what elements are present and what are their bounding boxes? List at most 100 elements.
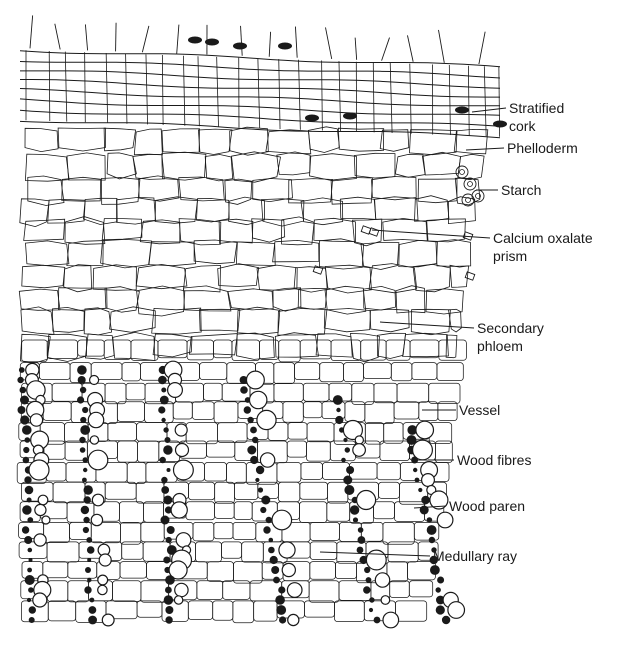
- xylem-cell: [39, 363, 70, 380]
- ray-fibre-cluster: [77, 365, 87, 375]
- outer-cell-wall: [55, 24, 60, 50]
- vessel-element: [279, 542, 295, 558]
- ray-fibre-cluster: [158, 376, 167, 385]
- vessel-element: [272, 510, 292, 530]
- vessel-element: [437, 512, 453, 528]
- ray-fibre-cluster: [269, 538, 274, 543]
- ray-fibre-cluster: [80, 417, 86, 423]
- parenchyma-cell: [308, 127, 339, 153]
- xylem-cell: [186, 423, 217, 444]
- parenchyma-cell: [278, 309, 327, 336]
- xylem-cell: [47, 542, 79, 562]
- ray-fibre-cluster: [247, 417, 253, 423]
- xylem-cell: [204, 463, 226, 482]
- parenchyma-cell: [316, 334, 352, 357]
- parenchyma-cell: [205, 155, 233, 181]
- parenchyma-cell: [413, 264, 450, 292]
- xylem-cell: [331, 340, 361, 361]
- xylem-cell: [274, 383, 303, 401]
- parenchyma-cell: [228, 289, 273, 310]
- ray-fibre-cluster: [29, 617, 35, 623]
- parenchyma-cell: [52, 307, 84, 332]
- ray-fibre-cluster: [427, 517, 433, 523]
- outer-cell-wall: [325, 27, 331, 58]
- label-wood-paren: Wood paren: [449, 498, 525, 514]
- xylem-cell: [254, 601, 277, 621]
- ray-fibre-cluster: [81, 506, 89, 514]
- ray-fibre-cluster: [364, 567, 370, 573]
- xylem-cell: [279, 340, 301, 362]
- outer-cell-wall: [295, 27, 297, 58]
- ray-fibre-cluster: [344, 485, 354, 495]
- xylem-cell: [233, 601, 254, 623]
- xylem-cell: [365, 402, 394, 424]
- label-stratified-cork-line1: Stratified: [509, 100, 564, 116]
- cork-deposit: [343, 113, 357, 120]
- parenchyma-cell: [377, 333, 405, 358]
- xylem-cell: [223, 581, 250, 600]
- xylem-cell: [437, 363, 463, 381]
- parenchyma-cell: [198, 129, 232, 154]
- ray-fibre-cluster: [369, 597, 374, 602]
- parenchyma-cell: [422, 152, 460, 175]
- ray-fibre-cluster: [167, 468, 171, 472]
- xylem-cell: [395, 601, 426, 621]
- ray-fibre-cluster: [89, 606, 97, 614]
- parenchyma-cell: [237, 307, 279, 334]
- ray-fibre-cluster: [276, 605, 286, 615]
- parenchyma-cell: [354, 153, 395, 178]
- label-secondary-phloem-line2: phloem: [477, 338, 523, 354]
- ray-fibre-cluster: [84, 496, 91, 503]
- vessel-element: [99, 554, 111, 566]
- vessel-element: [92, 494, 104, 506]
- xylem-cell: [327, 502, 350, 521]
- xylem-cell: [438, 402, 457, 421]
- xylem-cell: [192, 402, 214, 420]
- cork-stratum-line: [20, 80, 500, 98]
- label-calcium-oxalate-line2: prism: [493, 248, 527, 264]
- parenchyma-cell: [353, 219, 382, 246]
- vessel-element: [357, 491, 376, 510]
- vessel-element: [353, 444, 366, 457]
- label-calcium-oxalate-line1: Calcium oxalate: [493, 230, 593, 246]
- xylem-cell: [390, 581, 410, 598]
- ray-fibre-cluster: [418, 488, 422, 492]
- xylem-cell: [384, 423, 403, 444]
- xylem-cell: [394, 402, 419, 419]
- ray-fibre-cluster: [24, 476, 31, 483]
- vessel-element: [355, 436, 363, 444]
- ray-fibre-cluster: [263, 526, 270, 533]
- cork-cell-wall: [183, 56, 184, 126]
- vessel-element: [175, 583, 188, 596]
- cork-cell-wall: [373, 62, 374, 132]
- leader-stratified-cork: [472, 108, 506, 112]
- parenchyma-cell: [369, 264, 417, 293]
- parenchyma-cell: [395, 154, 425, 177]
- vessel-element: [90, 376, 99, 385]
- outer-cell-wall: [177, 25, 179, 54]
- ray-fibre-cluster: [374, 617, 381, 624]
- parenchyma-cell: [25, 128, 58, 151]
- xylem-cell: [335, 601, 365, 622]
- leader-secondary-phloem: [380, 322, 474, 328]
- ray-fibre-cluster: [167, 526, 175, 534]
- ray-fibre-cluster: [28, 548, 33, 553]
- parenchyma-cell: [20, 334, 50, 362]
- xylem-cell: [278, 482, 299, 501]
- ray-fibre-cluster: [77, 396, 84, 403]
- ray-fibre-cluster: [84, 586, 91, 593]
- parenchyma-cell: [351, 333, 380, 361]
- ray-fibre-cluster: [255, 478, 259, 482]
- cork-stratum-line: [20, 89, 500, 106]
- parenchyma-cell: [26, 241, 69, 266]
- vessel-element: [247, 371, 265, 389]
- xylem-cell: [388, 542, 418, 562]
- xylem-cell: [197, 581, 223, 600]
- parenchyma-cell: [361, 243, 399, 270]
- parenchyma-cell: [403, 333, 449, 356]
- ray-fibre-cluster: [250, 427, 257, 434]
- xylem-cell: [287, 441, 306, 457]
- label-phelloderm: Phelloderm: [507, 140, 578, 156]
- vessel-element: [38, 495, 48, 505]
- xylem-cell: [429, 383, 460, 403]
